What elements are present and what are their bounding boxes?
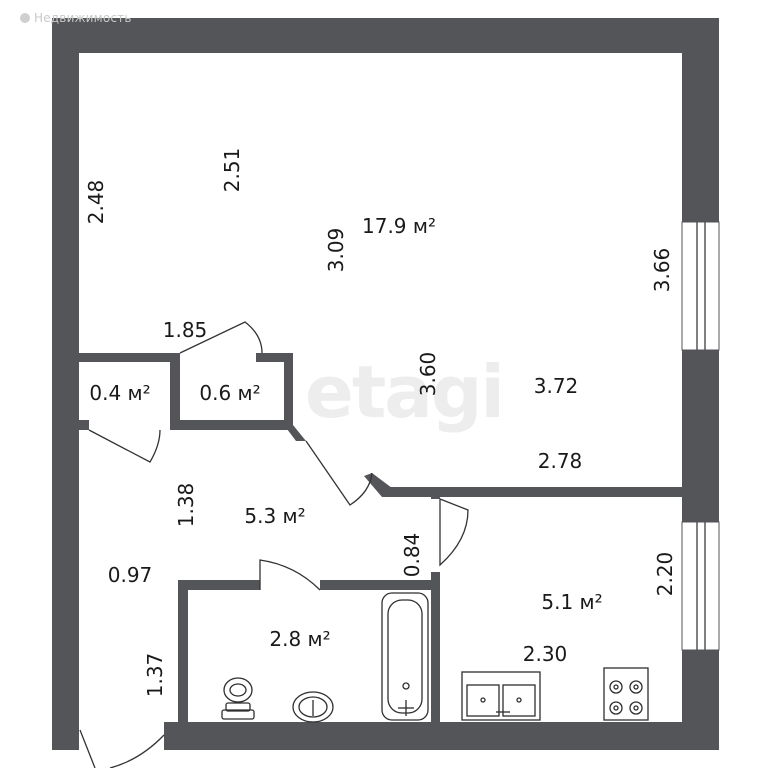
bathtub [381, 592, 429, 721]
kitchen-sink [461, 671, 541, 721]
left-outer-wall [52, 18, 79, 750]
washbasin [292, 691, 334, 723]
closet-left-stub [79, 420, 89, 430]
dim-3-72: 3.72 [533, 374, 579, 398]
room-area-hall: 5.3 м² [244, 504, 306, 528]
bath-door-swing [259, 559, 321, 591]
bath-top-wall-right [320, 580, 440, 590]
top-outer-wall [52, 18, 719, 53]
entry-door-swing [79, 729, 165, 768]
dim-2-20: 2.20 [653, 551, 677, 597]
brand-logo-icon [20, 13, 30, 23]
dim-3-66: 3.66 [650, 247, 674, 293]
room-area-closet-left: 0.4 м² [89, 381, 151, 405]
dim-2-78: 2.78 [537, 449, 583, 473]
bottom-outer-wall [164, 722, 719, 750]
closet-top-wall-left [79, 353, 180, 362]
stove [603, 667, 649, 721]
brand-watermark: Недвижимость [20, 11, 132, 25]
closet-left-door-swing [88, 429, 161, 463]
dim-2-48: 2.48 [84, 179, 108, 225]
hall-partition-upper [284, 425, 306, 441]
window-living [681, 221, 720, 351]
room-area-closet-right: 0.6 м² [199, 381, 261, 405]
dim-1-37: 1.37 [143, 652, 167, 698]
dim-1-85: 1.85 [162, 318, 208, 342]
dim-2-51: 2.51 [220, 147, 244, 193]
dim-3-60: 3.60 [416, 351, 440, 397]
kitchen-door-stub [431, 487, 440, 499]
dim-1-38: 1.38 [174, 482, 198, 528]
closet-top-wall-right [256, 353, 293, 362]
dim-0-97: 0.97 [107, 563, 153, 587]
etagi-watermark: etagi [305, 350, 505, 434]
dim-3-09: 3.09 [324, 227, 348, 273]
closet-door-swing [179, 321, 263, 354]
toilet [221, 677, 255, 720]
hall-door-swing [305, 440, 373, 506]
bath-top-wall-left [178, 580, 260, 590]
living-bottom-wall [382, 487, 682, 497]
room-area-bathroom: 2.8 м² [269, 627, 331, 651]
closet-right-wall [284, 353, 293, 430]
closet-bottom-wall [170, 420, 293, 430]
room-area-kitchen: 5.1 м² [541, 590, 603, 614]
kitchen-door-swing [439, 498, 469, 567]
brand-text: Недвижимость [34, 11, 132, 25]
room-area-living: 17.9 м² [362, 214, 436, 238]
bath-left-wall [178, 580, 188, 730]
window-kitchen [681, 521, 720, 651]
dim-2-30: 2.30 [522, 642, 568, 666]
dim-0-84: 0.84 [400, 532, 424, 578]
closet-divider-wall [170, 353, 180, 430]
bath-kitchen-wall [431, 572, 440, 730]
